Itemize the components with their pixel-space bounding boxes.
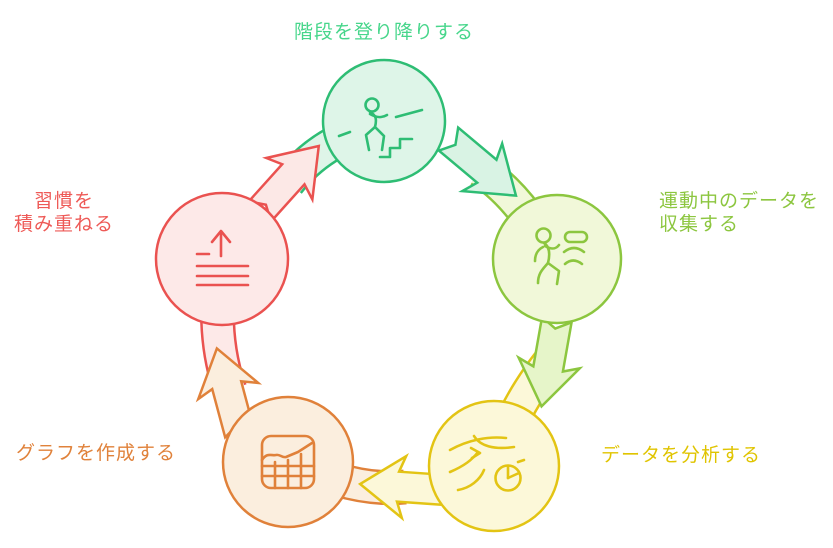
arrow-stairs-to-collect <box>436 125 518 198</box>
person-climbing-stairs-icon <box>337 97 424 159</box>
arrow-collect-to-analyze <box>515 314 584 409</box>
label-habit-line1: 習慣を <box>33 191 94 212</box>
label-stairs: 階段を登り降りする <box>293 22 474 43</box>
label-collect-line1: 運動中のデータを <box>659 191 820 212</box>
node-analyze <box>427 399 561 533</box>
cycle-arrows <box>195 125 584 522</box>
node-circles <box>154 58 623 533</box>
stack-up-arrow-icon <box>195 229 250 287</box>
label-graph: グラフを作成する <box>16 443 177 464</box>
label-analyze: データを分析する <box>601 445 762 466</box>
data-analysis-pie-icon <box>448 434 526 492</box>
label-habit: 習慣を 積み重ねる <box>6 190 122 236</box>
node-stairs <box>321 58 447 184</box>
area-chart-icon <box>260 434 316 490</box>
node-habit <box>154 191 290 327</box>
node-collect <box>491 193 623 325</box>
label-collect: 運動中のデータを 収集する <box>659 190 819 236</box>
label-collect-line2: 収集する <box>659 214 740 235</box>
exercise-data-collection-icon <box>533 227 589 286</box>
label-habit-line2: 積み重ねる <box>13 214 114 235</box>
